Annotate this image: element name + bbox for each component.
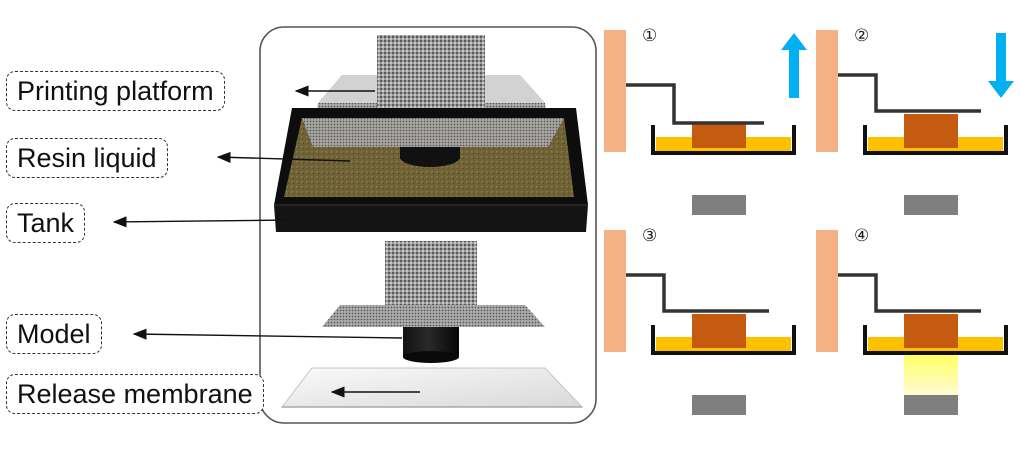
model-block	[692, 314, 746, 348]
platform-arm	[838, 273, 981, 313]
arrow-down-icon	[988, 33, 1014, 98]
platform-arm	[838, 73, 981, 113]
label-tank: Tank	[6, 203, 86, 243]
step-panel-2: ②	[816, 26, 1014, 215]
model-illustration	[322, 241, 545, 363]
step-number: ③	[642, 226, 657, 246]
light-source	[904, 195, 958, 215]
uv-light-beam	[904, 355, 958, 400]
light-source	[692, 395, 746, 415]
model-block	[904, 314, 958, 348]
release-membrane-illustration	[280, 367, 584, 408]
process-steps: ① ② ③ ④	[604, 26, 1014, 415]
tank-outline	[651, 325, 796, 355]
step-number: ④	[854, 226, 869, 246]
arrow-up-icon	[781, 33, 807, 98]
light-source	[904, 395, 958, 415]
step-panel-3: ③	[604, 226, 796, 415]
step-panel-4: ④	[816, 226, 1008, 415]
label-printing-platform: Printing platform	[6, 71, 225, 111]
label-release-membrane: Release membrane	[6, 374, 264, 414]
tank-outline	[863, 325, 1008, 355]
wall-block	[604, 230, 626, 352]
light-source	[692, 195, 746, 215]
step-number: ②	[854, 26, 869, 46]
label-model: Model	[6, 314, 102, 354]
model-block	[904, 114, 958, 148]
step-panel-1: ①	[604, 26, 807, 215]
model-block	[692, 124, 746, 148]
tank-outline	[651, 125, 796, 155]
assembly-frame	[259, 26, 597, 424]
label-pointers	[112, 85, 420, 398]
wall-block	[604, 30, 626, 152]
platform-arm	[626, 273, 769, 313]
platform-arm	[626, 83, 764, 125]
tank-illustration	[274, 108, 588, 232]
tank-outline	[863, 125, 1008, 155]
wall-block	[816, 230, 838, 352]
wall-block	[816, 30, 838, 152]
step-number: ①	[642, 26, 657, 46]
label-resin-liquid: Resin liquid	[6, 138, 168, 178]
